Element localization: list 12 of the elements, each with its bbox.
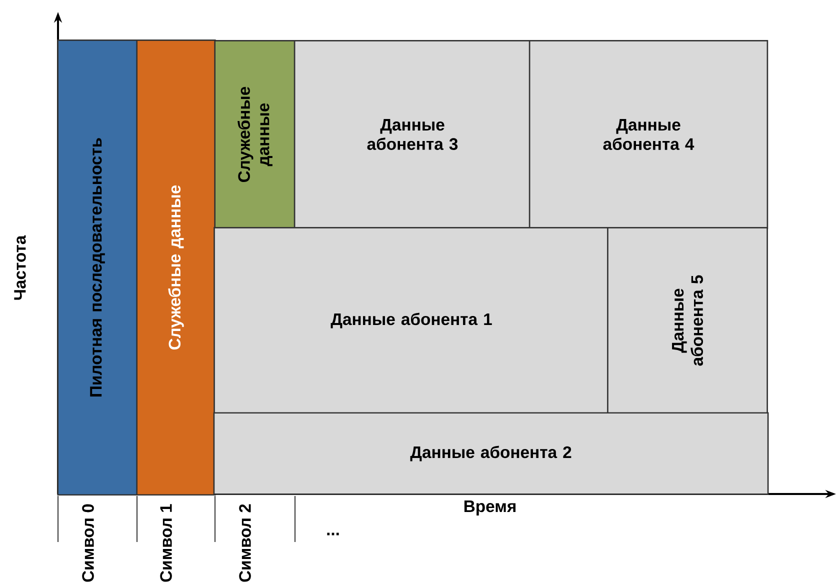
band: Служебные данные: [214, 40, 296, 230]
data-block: Данные абонента 5: [607, 227, 768, 414]
symbol-label: Символ 0: [82, 504, 94, 582]
ellipsis: ...: [327, 532, 339, 536]
data-block: Данные абонента 4: [528, 40, 768, 230]
band: Пилотная последовательность: [57, 39, 138, 496]
data-block: Данные абонента 3: [294, 40, 532, 230]
data-block: Данные абонента 2: [213, 412, 769, 495]
symbol-label: Символ 1: [160, 504, 172, 582]
symbol-label: Символ 2: [239, 504, 251, 582]
band: Служебные данные: [136, 39, 216, 496]
axis-label: Частота: [14, 235, 26, 300]
